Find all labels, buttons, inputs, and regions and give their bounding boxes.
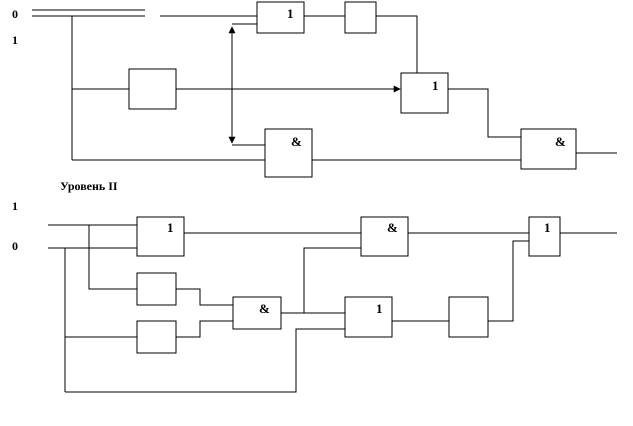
and-gate-bottom-mid: [232, 296, 282, 330]
bottom-input-label-1: 1: [12, 199, 18, 213]
or-gate-top-2-symbol: 1: [432, 78, 439, 93]
wire-or2-to-and-out: [448, 88, 521, 138]
box-top-delay: [344, 1, 377, 34]
and-gate-top-1: [264, 128, 313, 178]
top-input-label-1: 1: [12, 33, 18, 47]
and-gate-bottom-top: [360, 216, 409, 257]
and-gate-top-out-symbol: &: [555, 134, 566, 149]
or-gate-bottom-out-symbol: 1: [544, 220, 551, 235]
wire-delay-to-or-out: [488, 240, 529, 322]
level-title: Уровень II: [60, 179, 118, 193]
or-gate-top-2: [400, 72, 449, 114]
box-bottom-b: [136, 320, 177, 354]
and-gate-top-1-symbol: &: [291, 134, 302, 149]
bottom-circuit: 1 0 1 & & 1 1: [12, 199, 617, 393]
wire-box-a-to-and-mid: [176, 288, 233, 306]
wire-box-b-to-and-mid: [176, 320, 233, 338]
or-gate-bottom-1: [136, 216, 185, 257]
box-bottom-a: [136, 272, 177, 306]
or-gate-bottom-mid-symbol: 1: [376, 301, 383, 316]
or-gate-bottom-1-symbol: 1: [167, 220, 174, 235]
and-gate-bottom-mid-symbol: &: [259, 301, 270, 316]
top-input-label-0: 0: [12, 7, 18, 21]
or-gate-bottom-mid: [344, 296, 393, 338]
bottom-input-label-0: 0: [12, 239, 18, 253]
wire-and-mid-to-and-top: [303, 247, 361, 313]
box-top-mid: [128, 68, 177, 110]
and-gate-top-out: [520, 128, 577, 170]
or-gate-top-1: [256, 1, 305, 34]
wire-delay-to-or2: [376, 15, 418, 73]
wire-in1-to-box-a: [88, 225, 137, 290]
box-bottom-delay: [448, 296, 489, 338]
and-gate-bottom-top-symbol: &: [387, 220, 398, 235]
wire-in0-to-or-mid: [65, 328, 345, 393]
top-circuit: 0 1 1 1 & &: [12, 1, 617, 178]
or-gate-bottom-out: [528, 216, 561, 257]
or-gate-top-1-symbol: 1: [287, 6, 294, 21]
